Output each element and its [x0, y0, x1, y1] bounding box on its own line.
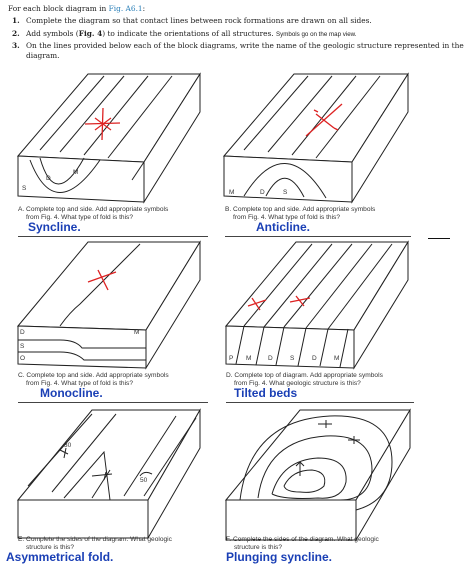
- caption-line: C. Complete top and side. Add appropriat…: [18, 372, 169, 379]
- caption-b: B. Complete top and side. Add appropriat…: [225, 206, 375, 221]
- caption-line: structure is this?: [234, 543, 283, 551]
- block-c-monocline: [16, 240, 201, 370]
- label-m: M: [73, 169, 78, 176]
- label-m: M: [134, 329, 139, 336]
- margin-dash: [428, 238, 450, 239]
- caption-line: A. Complete top and side. Add appropriat…: [18, 206, 169, 213]
- caption-line: F. Complete the sides of the diagram. Wh…: [226, 536, 379, 543]
- label-d: D: [312, 355, 317, 362]
- answer-line-d: [226, 402, 414, 403]
- instruction-number: 2.: [12, 28, 20, 38]
- caption-f: F. Complete the sides of the diagram. Wh…: [226, 536, 379, 551]
- caption-line: from Fig. 4. What type of fold is this?: [26, 213, 134, 221]
- caption-line: from Fig. 4. What type of fold is this?: [233, 213, 341, 221]
- caption-line: B. Complete top and side. Add appropriat…: [225, 206, 376, 213]
- intro-line: For each block diagram in Fig. A6.1:: [8, 4, 470, 13]
- label-m: M: [334, 355, 339, 362]
- answer-line-a: [18, 236, 208, 237]
- label-m: M: [246, 355, 251, 362]
- dip-50-label: 50: [140, 477, 148, 484]
- dip-30-label: 30: [64, 442, 72, 449]
- instruction-1: 1. Complete the diagram so that contact l…: [8, 16, 470, 25]
- instruction-text: On the lines provided below each of the …: [26, 41, 464, 60]
- instruction-text: Add symbols (: [26, 28, 79, 38]
- answer-line-b: [225, 236, 411, 237]
- instruction-number: 3.: [12, 41, 20, 51]
- label-s: S: [20, 343, 25, 350]
- caption-line: structure is this?: [26, 543, 75, 551]
- figure-reference: Fig. A6.1: [108, 4, 143, 13]
- instruction-number: 1.: [12, 16, 20, 26]
- caption-c: C. Complete top and side. Add appropriat…: [18, 372, 169, 387]
- label-s: S: [283, 189, 288, 196]
- intro-colon: :: [142, 4, 146, 13]
- block-a-syncline: [16, 72, 201, 204]
- label-s: S: [290, 355, 295, 362]
- answer-f: Plunging syncline.: [226, 550, 333, 564]
- caption-line: E. Complete the sides of the diagram. Wh…: [18, 536, 172, 543]
- instruction-2: 2. Add symbols (Fig. 4) to indicate the o…: [8, 29, 470, 39]
- caption-e: E. Complete the sides of the diagram. Wh…: [18, 536, 172, 551]
- answer-e: Asymmetrical fold.: [6, 550, 114, 564]
- caption-a: A. Complete top and side. Add appropriat…: [18, 206, 168, 221]
- label-d: D: [20, 329, 25, 336]
- block-d-tilted-beds: [224, 240, 409, 370]
- caption-line: from Fig. 4. What geologic structure is …: [234, 379, 361, 387]
- instruction-text: ) to indicate the orientations of all st…: [102, 28, 274, 38]
- instruction-3: 3. On the lines provided below each of th…: [8, 41, 470, 60]
- label-s: S: [22, 185, 27, 192]
- intro-text: For each block diagram in: [8, 4, 107, 13]
- block-e-asymmetrical-fold: [16, 408, 201, 540]
- instruction-list: 1. Complete the diagram so that contact l…: [8, 16, 470, 60]
- answer-d: Tilted beds: [234, 386, 298, 400]
- caption-line: D. Complete top of diagram. Add appropri…: [226, 372, 383, 379]
- instruction-note: Symbols go on the map view.: [276, 30, 357, 38]
- answer-a: Syncline.: [28, 220, 81, 234]
- answer-c: Monocline.: [40, 386, 103, 400]
- label-o: O: [20, 355, 25, 362]
- label-d: D: [260, 189, 265, 196]
- figure-reference: Fig. 4: [78, 28, 103, 38]
- answer-b: Anticline.: [256, 220, 311, 234]
- answer-line-c: [18, 402, 208, 403]
- instructions-header: For each block diagram in Fig. A6.1: 1. C…: [8, 4, 470, 60]
- instruction-text: Complete the diagram so that contact lin…: [26, 16, 372, 26]
- caption-line: from Fig. 4. What type of fold is this?: [26, 379, 134, 387]
- label-m: M: [229, 189, 234, 196]
- block-b-anticline: [222, 72, 409, 204]
- label-p: P: [229, 355, 233, 362]
- block-f-plunging-syncline: [224, 408, 411, 542]
- label-d: D: [268, 355, 273, 362]
- caption-d: D. Complete top of diagram. Add appropri…: [226, 372, 383, 387]
- label-d: D: [46, 175, 51, 182]
